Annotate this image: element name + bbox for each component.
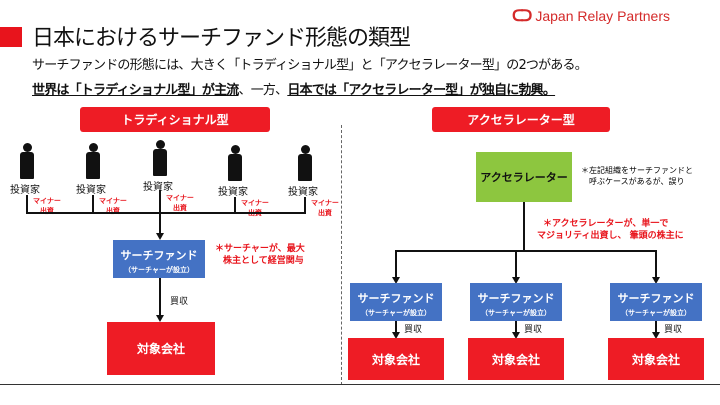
arrow-icon — [652, 277, 660, 284]
minor-investment-label: マイナー出資 — [33, 197, 61, 215]
acquisition-label: 買収 — [524, 325, 543, 335]
connector — [159, 278, 161, 316]
arrow-icon — [392, 332, 400, 339]
connector — [655, 250, 657, 278]
arrow-icon — [512, 332, 520, 339]
investor-label: 投資家 — [218, 187, 248, 198]
investor-label: 投資家 — [143, 182, 173, 193]
acquisition-label: 買収 — [664, 325, 683, 335]
investor-label: 投資家 — [288, 187, 318, 198]
connector — [395, 250, 657, 252]
investor-icon — [86, 143, 100, 179]
connector — [515, 321, 517, 333]
acquisition-label: 買収 — [404, 325, 423, 335]
investor-icon — [298, 145, 312, 181]
accelerator-note: ＊左記組織をサーチファンドと呼ぶケースがあるが、誤り — [581, 166, 693, 186]
minor-investment-label: マイナー出資 — [311, 199, 339, 217]
minor-investment-label: マイナー出資 — [166, 194, 194, 212]
divider — [341, 125, 342, 385]
title-accent — [0, 27, 22, 47]
arrow-icon — [392, 277, 400, 284]
target-company-box: 対象会社 — [468, 338, 564, 380]
traditional-note: ＊サーチャーが、最大株主として経営関与 — [215, 244, 305, 266]
connector — [92, 195, 94, 212]
footer-rule — [0, 384, 720, 385]
investor-icon — [228, 145, 242, 181]
page-title: 日本におけるサーチファンド形態の類型 — [32, 26, 411, 51]
search-fund-box: サーチファンド（サーチャーが設立） — [470, 283, 562, 321]
connector — [523, 202, 525, 251]
subtitle: サーチファンドの形態には、大きく「トラディショナル型」と「アクセラレーター型」の… — [32, 58, 588, 73]
investor-icon — [20, 143, 34, 179]
connector — [395, 321, 397, 333]
investor-label: 投資家 — [10, 185, 40, 196]
search-fund-box: サーチファンド（サーチャーが設立） — [610, 283, 702, 321]
connector — [26, 195, 28, 212]
connector — [515, 250, 517, 278]
search-fund-box: サーチファンド（サーチャーが設立） — [350, 283, 442, 321]
connector — [304, 197, 306, 212]
target-company-box: 対象会社 — [107, 322, 215, 375]
key-message: 世界は「トラディショナル型」が主流、一方、日本では「アクセラレーター型」が独自に… — [32, 83, 556, 98]
acquisition-label: 買収 — [170, 297, 189, 307]
accelerator-header: アクセラレーター型 — [432, 107, 610, 132]
arrow-icon — [652, 332, 660, 339]
traditional-header: トラディショナル型 — [80, 107, 270, 132]
accelerator-box: アクセラレーター — [476, 152, 572, 202]
search-fund-box: サーチファンド（サーチャーが設立） — [113, 240, 205, 278]
target-company-box: 対象会社 — [608, 338, 704, 380]
arrow-icon — [512, 277, 520, 284]
minor-investment-label: マイナー出資 — [99, 197, 127, 215]
logo-mark-icon: ᑕᑐ — [512, 8, 532, 25]
target-company-box: 対象会社 — [348, 338, 444, 380]
connector — [395, 250, 397, 278]
connector — [26, 212, 306, 214]
accelerator-red-note: ＊アクセラレーターが、単一でマジョリティ出資し、 筆頭の株主に — [537, 219, 684, 241]
arrow-icon — [156, 233, 164, 240]
arrow-icon — [156, 315, 164, 322]
connector — [234, 197, 236, 212]
investor-icon — [153, 140, 167, 176]
connector — [655, 321, 657, 333]
connector — [159, 190, 161, 234]
investor-label: 投資家 — [76, 185, 106, 196]
